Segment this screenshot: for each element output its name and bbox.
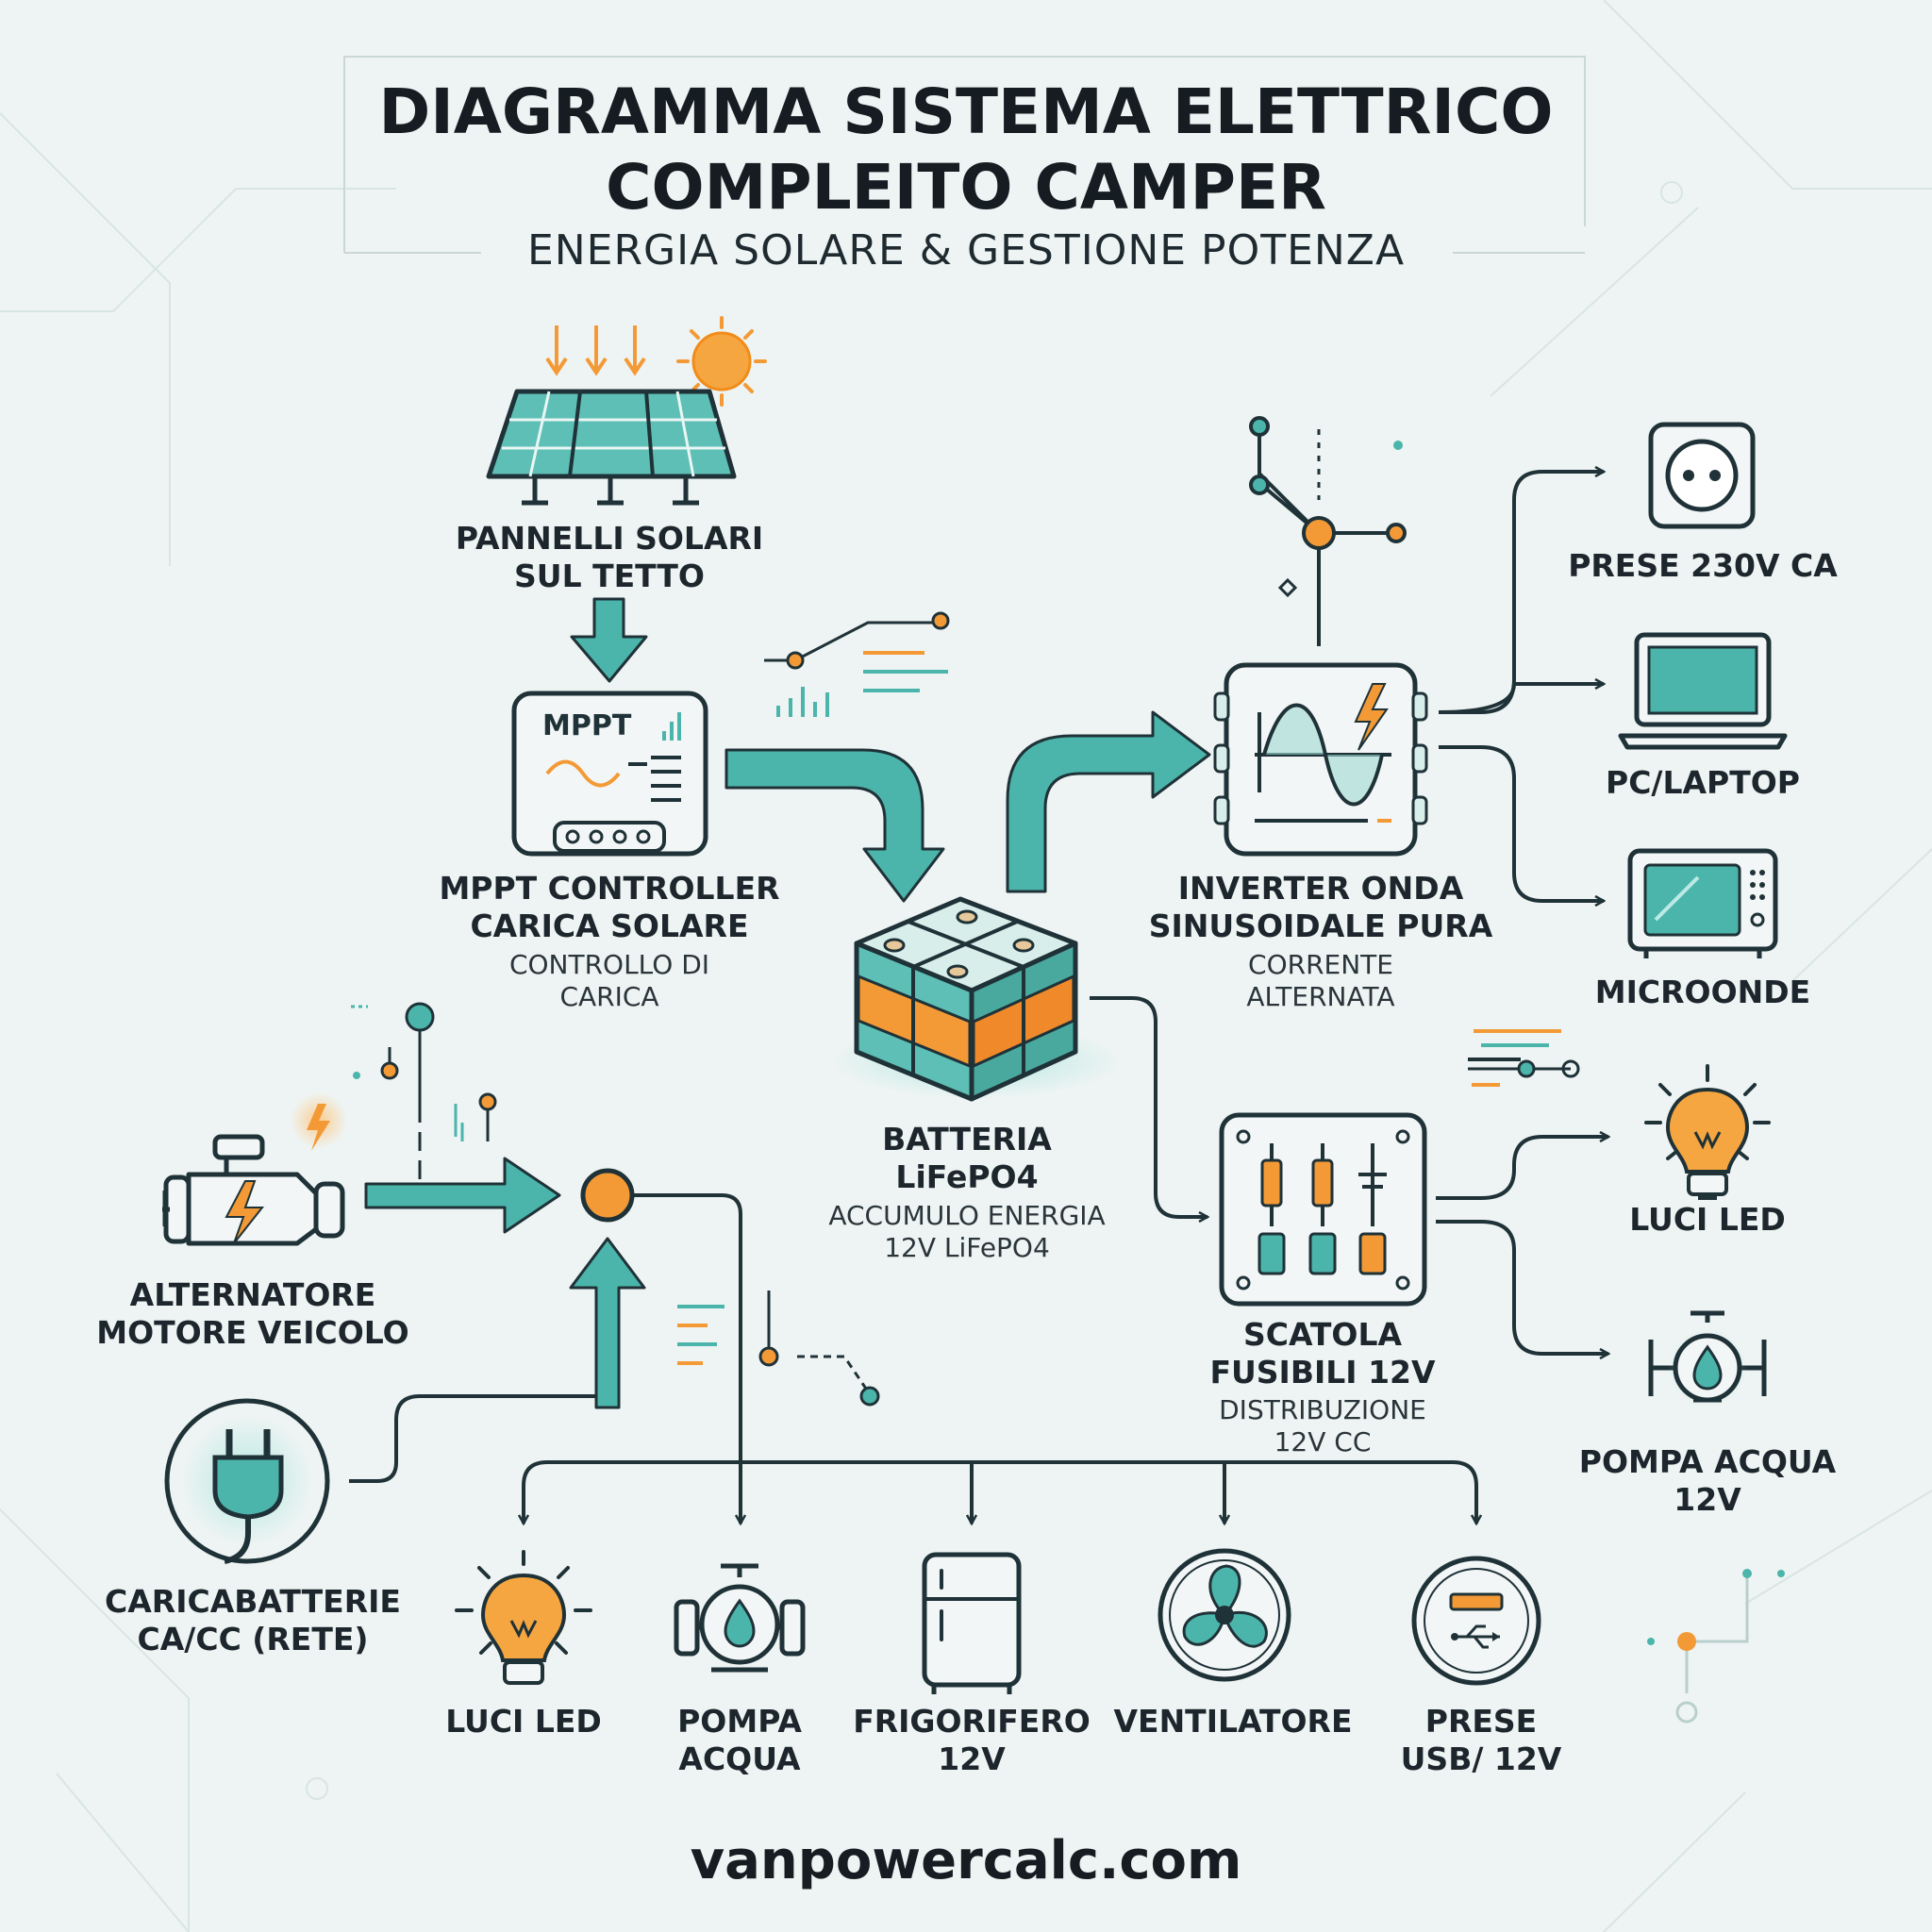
inverter-sub-2: ALTERNATA bbox=[1246, 981, 1395, 1012]
battery-label-2: LiFePO4 bbox=[895, 1158, 1039, 1195]
inverter-label-1: INVERTER ONDA bbox=[1177, 870, 1464, 907]
bottom-distribution-bus bbox=[524, 1460, 1476, 1524]
arrow-mppt-to-battery bbox=[724, 748, 945, 903]
mppt-sub-1: CONTROLLO DI bbox=[508, 949, 710, 980]
inverter-network-decor bbox=[1249, 416, 1407, 646]
battery-icon bbox=[830, 896, 1123, 1102]
title-line-1: DIAGRAMMA SISTEMA ELETTRICO bbox=[378, 75, 1554, 148]
mppt-screen-text: MPPT bbox=[542, 709, 632, 742]
arrow-up-to-junction bbox=[569, 1237, 646, 1409]
title-line-2: COMPLEITO CAMPER bbox=[606, 151, 1326, 224]
fusebox-icon bbox=[1219, 1112, 1427, 1307]
junction-decor bbox=[677, 1291, 880, 1407]
arrow-battery-to-inverter bbox=[1006, 710, 1211, 893]
bulb-icon-right bbox=[1644, 1064, 1771, 1200]
battery-sub-1: ACCUMULO ENERGIA bbox=[828, 1200, 1106, 1231]
bottom-load-1-line1: LUCI LED bbox=[445, 1703, 602, 1740]
solar-panel-icon bbox=[486, 316, 767, 506]
laptop-icon bbox=[1618, 632, 1788, 750]
corner-decor bbox=[1647, 1569, 1785, 1724]
mppt-label-1: MPPT CONTROLLER bbox=[439, 870, 780, 907]
pump-icon-right bbox=[1648, 1310, 1767, 1407]
wire-battery-to-fusebox bbox=[1090, 996, 1208, 1217]
solar-label-1: PANNELLI SOLARI bbox=[455, 520, 764, 557]
bottom-load-2-line2: ACQUA bbox=[678, 1740, 801, 1777]
inverter-icon bbox=[1213, 662, 1428, 857]
alternator-label-2: MOTORE VEICOLO bbox=[96, 1314, 409, 1351]
bottom-load-2-line1: POMPA bbox=[677, 1703, 802, 1740]
bottom-load-5-line1: PRESE bbox=[1424, 1703, 1538, 1740]
website-link[interactable]: vanpowercalc.com bbox=[690, 1830, 1242, 1891]
arrow-solar-to-mppt bbox=[570, 597, 648, 683]
pump-icon-bottom bbox=[674, 1563, 806, 1673]
inverter-sub-1: CORRENTE bbox=[1248, 949, 1393, 980]
bottom-load-3-line2: 12V bbox=[938, 1740, 1006, 1777]
subtitle: ENERGIA SOLARE & GESTIONE POTENZA bbox=[526, 226, 1406, 275]
mppt-sub-2: CARICA bbox=[559, 981, 659, 1012]
fusebox-decor bbox=[1468, 1029, 1580, 1087]
alternator-label-1: ALTERNATORE bbox=[129, 1276, 376, 1313]
fusebox-label-2: FUSIBILI 12V bbox=[1209, 1354, 1436, 1391]
charger-label-2: CA/CC (RETE) bbox=[137, 1621, 369, 1657]
ac-load-label-2: PC/LAPTOP bbox=[1606, 764, 1800, 801]
solar-label-2: SUL TETTO bbox=[514, 558, 705, 594]
junction-node bbox=[580, 1168, 635, 1223]
title-frame bbox=[343, 56, 1586, 254]
fan-icon bbox=[1158, 1548, 1291, 1682]
ac-load-label-3: MICROONDE bbox=[1594, 974, 1811, 1010]
inverter-output-branches bbox=[1438, 472, 1604, 901]
socket-icon bbox=[1648, 422, 1756, 529]
dc-right-label-2a: POMPA ACQUA bbox=[1578, 1443, 1837, 1480]
bottom-load-5-line2: USB/ 12V bbox=[1400, 1740, 1562, 1777]
bottom-load-4-line1: VENTILATORE bbox=[1113, 1703, 1353, 1740]
usb-socket-icon bbox=[1411, 1556, 1541, 1686]
fusebox-sub-1: DISTRIBUZIONE bbox=[1219, 1394, 1426, 1425]
microwave-icon bbox=[1627, 848, 1778, 958]
dc-right-label-2b: 12V bbox=[1674, 1481, 1741, 1518]
sun-icon bbox=[676, 316, 767, 407]
mppt-label-2: CARICA SOLARE bbox=[470, 908, 749, 944]
arrow-alternator-to-junction bbox=[364, 1157, 561, 1234]
mppt-decor bbox=[764, 611, 950, 717]
bulb-icon-bottom bbox=[455, 1550, 592, 1685]
fusebox-sub-2: 12V CC bbox=[1274, 1426, 1372, 1457]
alternator-decor bbox=[351, 1002, 497, 1179]
battery-sub-2: 12V LiFePO4 bbox=[884, 1232, 1050, 1263]
dc-right-label-1a: LUCI LED bbox=[1629, 1201, 1786, 1238]
ac-load-label-1: PRESE 230V CA bbox=[1568, 547, 1838, 584]
mppt-controller-icon bbox=[511, 691, 708, 857]
fusebox-label-1: SCATOLA bbox=[1242, 1316, 1403, 1353]
fridge-icon bbox=[922, 1552, 1022, 1694]
charger-label-1: CARICABATTERIE bbox=[105, 1583, 401, 1620]
plug-charger-icon bbox=[164, 1398, 330, 1564]
wire-charger-to-arrow bbox=[349, 1394, 596, 1483]
wire-junction-to-bottom bbox=[632, 1193, 741, 1524]
battery-label-1: BATTERIA bbox=[882, 1121, 1052, 1158]
bottom-load-3-line1: FRIGORIFERO bbox=[853, 1703, 1091, 1740]
inverter-label-2: SINUSOIDALE PURA bbox=[1148, 908, 1493, 944]
fusebox-output-branches bbox=[1436, 1137, 1608, 1354]
engine-alternator-icon bbox=[162, 1092, 347, 1246]
